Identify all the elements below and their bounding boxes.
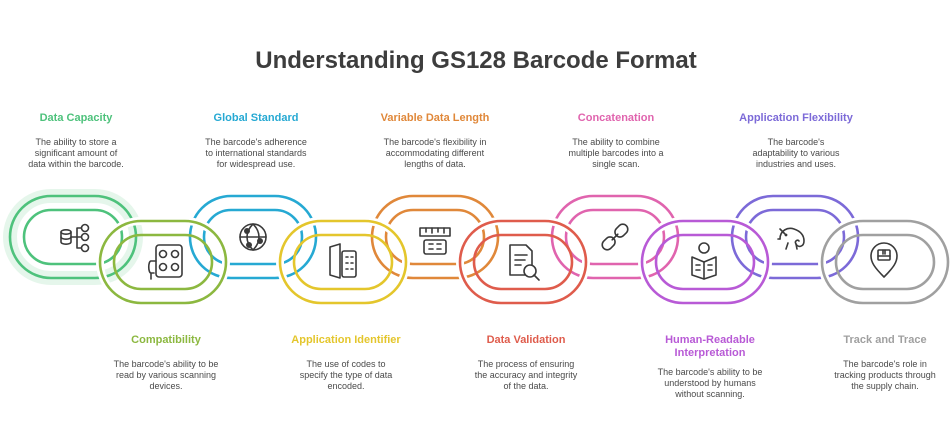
desc-human-readable: The barcode's ability to be understood b… bbox=[622, 367, 798, 400]
desc-compatibility: The barcode's ability to be read by vari… bbox=[78, 359, 254, 392]
chain-link-track-and-trace bbox=[818, 217, 952, 307]
block-variable-data-length: Variable Data Length The barcode's flexi… bbox=[347, 112, 523, 170]
desc-line: lengths of data. bbox=[404, 159, 466, 169]
block-data-validation: Data Validation The process of ensuring … bbox=[438, 334, 614, 392]
block-data-capacity: Data Capacity The ability to store a sig… bbox=[0, 112, 164, 170]
heading-application-flexibility: Application Flexibility bbox=[739, 112, 853, 124]
door-keypad-icon bbox=[329, 243, 357, 279]
chain-link-icon bbox=[601, 223, 629, 251]
heading-line: Interpretation bbox=[674, 347, 746, 359]
database-tree-icon bbox=[60, 223, 90, 253]
block-application-flexibility: Application Flexibility The barcode's ad… bbox=[708, 112, 884, 170]
heading-line: Human-Readable bbox=[665, 334, 755, 346]
heading-data-capacity: Data Capacity bbox=[39, 112, 113, 124]
heading-concatenation: Concatenation bbox=[577, 112, 655, 124]
desc-line: tracking products through bbox=[834, 370, 936, 380]
heading-application-identifier: Application Identifier bbox=[291, 334, 401, 346]
desc-line: encoded. bbox=[327, 381, 365, 391]
desc-application-flexibility: The barcode's adaptability to various in… bbox=[708, 137, 884, 170]
desc-line: The use of codes to bbox=[306, 359, 386, 369]
person-reading-icon bbox=[691, 242, 717, 280]
desc-concatenation: The ability to combine multiple barcodes… bbox=[528, 137, 704, 170]
chain-link-application-identifier bbox=[276, 217, 410, 307]
heading-compatibility: Compatibility bbox=[131, 334, 201, 346]
desc-line: devices. bbox=[149, 381, 183, 391]
chain-link-human-readable bbox=[638, 217, 772, 307]
heading-variable-data-length: Variable Data Length bbox=[380, 112, 490, 124]
desc-data-capacity: The ability to store a significant amoun… bbox=[0, 137, 164, 170]
desc-line: adaptability to various bbox=[752, 148, 840, 158]
desc-line: read by various scanning bbox=[115, 370, 217, 380]
desc-track-and-trace: The barcode's role in tracking products … bbox=[797, 359, 952, 392]
desc-global-standard: The barcode's adherence to international… bbox=[168, 137, 344, 170]
desc-variable-data-length: The barcode's flexibility in accommodati… bbox=[347, 137, 523, 170]
chain-link-data-validation bbox=[456, 217, 590, 307]
desc-line: industries and uses. bbox=[755, 159, 837, 169]
desc-line: accommodating different bbox=[385, 148, 485, 158]
power-outlet-icon bbox=[147, 244, 183, 280]
heading-human-readable: Human-Readable Interpretation bbox=[622, 334, 798, 360]
desc-line: for widespread use. bbox=[216, 159, 296, 169]
chain-link-data-capacity bbox=[3, 189, 143, 285]
desc-line: The ability to combine bbox=[572, 137, 660, 147]
block-track-and-trace: Track and Trace The barcode's role in tr… bbox=[797, 334, 952, 392]
desc-line: the accuracy and integrity bbox=[474, 370, 578, 380]
desc-line: The barcode's flexibility in bbox=[383, 137, 487, 147]
desc-application-identifier: The use of codes to specify the type of … bbox=[258, 359, 434, 392]
page-title: Understanding GS128 Barcode Format bbox=[255, 47, 697, 74]
desc-line: to international standards bbox=[205, 148, 307, 158]
location-pin-icon bbox=[870, 242, 898, 278]
desc-line: The barcode's ability to be bbox=[113, 359, 219, 369]
desc-line: single scan. bbox=[592, 159, 640, 169]
desc-line: the supply chain. bbox=[851, 381, 919, 391]
desc-line: The barcode's ability to be bbox=[657, 367, 763, 377]
document-search-icon bbox=[509, 244, 540, 281]
desc-line: data within the barcode. bbox=[28, 159, 124, 169]
ruler-icon bbox=[419, 227, 451, 255]
chain-link-application-flexibility bbox=[730, 194, 860, 280]
desc-line: significant amount of bbox=[34, 148, 118, 158]
desc-line: of the data. bbox=[503, 381, 549, 391]
globe-network-icon bbox=[239, 223, 267, 251]
desc-line: multiple barcodes into a bbox=[568, 148, 664, 158]
desc-line: The barcode's adherence bbox=[205, 137, 307, 147]
desc-line: without scanning. bbox=[675, 389, 745, 399]
heading-global-standard: Global Standard bbox=[213, 112, 299, 124]
desc-line: The barcode's role in bbox=[843, 359, 927, 369]
chain-link-compatibility bbox=[96, 217, 230, 307]
desc-line: The barcode's bbox=[767, 137, 825, 147]
block-application-identifier: Application Identifier The use of codes … bbox=[258, 334, 434, 392]
desc-data-validation: The process of ensuring the accuracy and… bbox=[438, 359, 614, 392]
desc-line: The ability to store a bbox=[35, 137, 117, 147]
block-compatibility: Compatibility The barcode's ability to b… bbox=[78, 334, 254, 392]
desc-line: specify the type of data bbox=[299, 370, 393, 380]
heading-track-and-trace: Track and Trace bbox=[843, 334, 927, 346]
heading-data-validation: Data Validation bbox=[486, 334, 566, 346]
desc-line: understood by humans bbox=[664, 378, 756, 388]
block-human-readable: Human-Readable Interpretation The barcod… bbox=[622, 334, 798, 400]
desc-line: The process of ensuring bbox=[477, 359, 575, 369]
chain-link-global-standard bbox=[188, 194, 318, 280]
block-global-standard: Global Standard The barcode's adherence … bbox=[168, 112, 344, 170]
chameleon-icon bbox=[777, 227, 805, 250]
block-concatenation: Concatenation The ability to combine mul… bbox=[528, 112, 704, 170]
